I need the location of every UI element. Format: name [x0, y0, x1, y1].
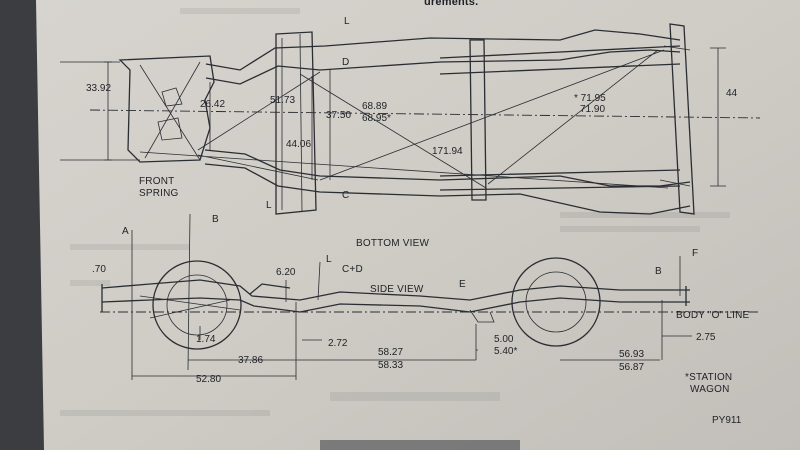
dim-58-27: 58.27 — [378, 347, 403, 358]
front-spring-line-1: FRONT — [139, 176, 174, 187]
dim-2-75: 2.75 — [696, 332, 716, 343]
label-e: E — [459, 279, 466, 290]
dim-6-20: 6.20 — [276, 267, 296, 278]
dim-58-33: 58.33 — [378, 360, 403, 371]
dim-2-72: 2.72 — [328, 338, 348, 349]
dim-68-95: 68.95* — [362, 113, 391, 124]
label-b-side: B — [655, 266, 662, 277]
dim-70: .70 — [92, 264, 106, 275]
figure-id: PY911 — [712, 415, 742, 426]
view-title-side: SIDE VIEW — [370, 284, 424, 295]
dim-26-42: 26.42 — [200, 99, 225, 110]
bottom-dimension-lines — [60, 47, 726, 187]
label-a: A — [122, 226, 129, 237]
dim-1-74: 1.74 — [196, 334, 216, 345]
dim-56-93: 56.93 — [619, 349, 644, 360]
rear-wheel — [511, 257, 601, 347]
label-c-plus-d: C+D — [342, 264, 363, 275]
label-c: C — [342, 190, 349, 201]
station-wagon-line-2: WAGON — [690, 384, 730, 395]
dim-71-90: 71.90 — [580, 104, 605, 115]
dim-33-92: 33.92 — [86, 83, 111, 94]
label-f: F — [692, 248, 698, 259]
bottom-caption-fragment — [320, 440, 520, 450]
dim-71-95: * 71.95 — [574, 93, 606, 104]
dim-5-00: 5.00 — [494, 334, 514, 345]
body-o-line-label: BODY "O" LINE — [676, 310, 750, 321]
top-text: urements. — [424, 0, 478, 8]
label-d: D — [342, 57, 349, 68]
bleed-through-text — [60, 8, 730, 416]
station-wagon-line-1: *STATION — [685, 372, 732, 383]
label-l-side: L — [326, 254, 332, 265]
dim-37-50: 37.50 — [326, 110, 351, 121]
frame-side-view — [100, 257, 760, 350]
dim-171-94: 171.94 — [432, 146, 463, 157]
centerline — [89, 109, 761, 119]
label-b-bottom: B — [212, 214, 219, 225]
dim-44: 44 — [726, 88, 738, 99]
label-l-bottom: L — [266, 200, 272, 211]
dim-51-73: 51.73 — [270, 95, 295, 106]
dim-5-40: 5.40* — [494, 346, 517, 357]
view-title-bottom: BOTTOM VIEW — [356, 238, 429, 249]
dim-68-89: 68.89 — [362, 101, 387, 112]
front-wheel — [152, 260, 242, 350]
label-l-top: L — [344, 16, 350, 27]
dim-37-86: 37.86 — [238, 355, 263, 366]
front-spring-line-2: SPRING — [139, 188, 179, 199]
side-dimension-lines — [131, 213, 692, 380]
dim-52-80: 52.80 — [196, 374, 221, 385]
dim-56-87: 56.87 — [619, 362, 644, 373]
dim-44-06: 44.06 — [286, 139, 311, 150]
front-crossmember — [118, 55, 215, 163]
frame-bottom-view — [89, 23, 761, 215]
